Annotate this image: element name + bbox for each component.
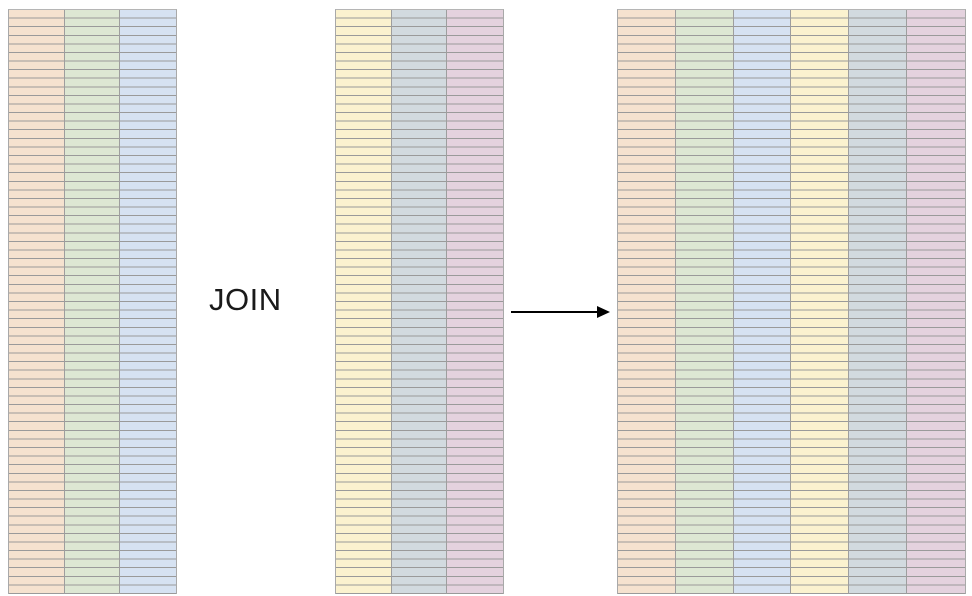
joined-result-table — [617, 9, 966, 594]
table-column — [675, 10, 734, 594]
table-column — [9, 10, 65, 594]
join-label: JOIN — [209, 282, 282, 317]
table-column — [336, 10, 392, 594]
table-column — [64, 10, 121, 594]
table-column — [447, 10, 503, 594]
table-column — [907, 10, 965, 594]
right-table — [335, 9, 504, 594]
table-column — [733, 10, 792, 594]
right-arrow-icon — [511, 306, 610, 318]
table-column — [849, 10, 908, 594]
table-column — [791, 10, 850, 594]
table-column — [391, 10, 448, 594]
table-column — [618, 10, 676, 594]
table-column — [120, 10, 176, 594]
left-table — [8, 9, 177, 594]
